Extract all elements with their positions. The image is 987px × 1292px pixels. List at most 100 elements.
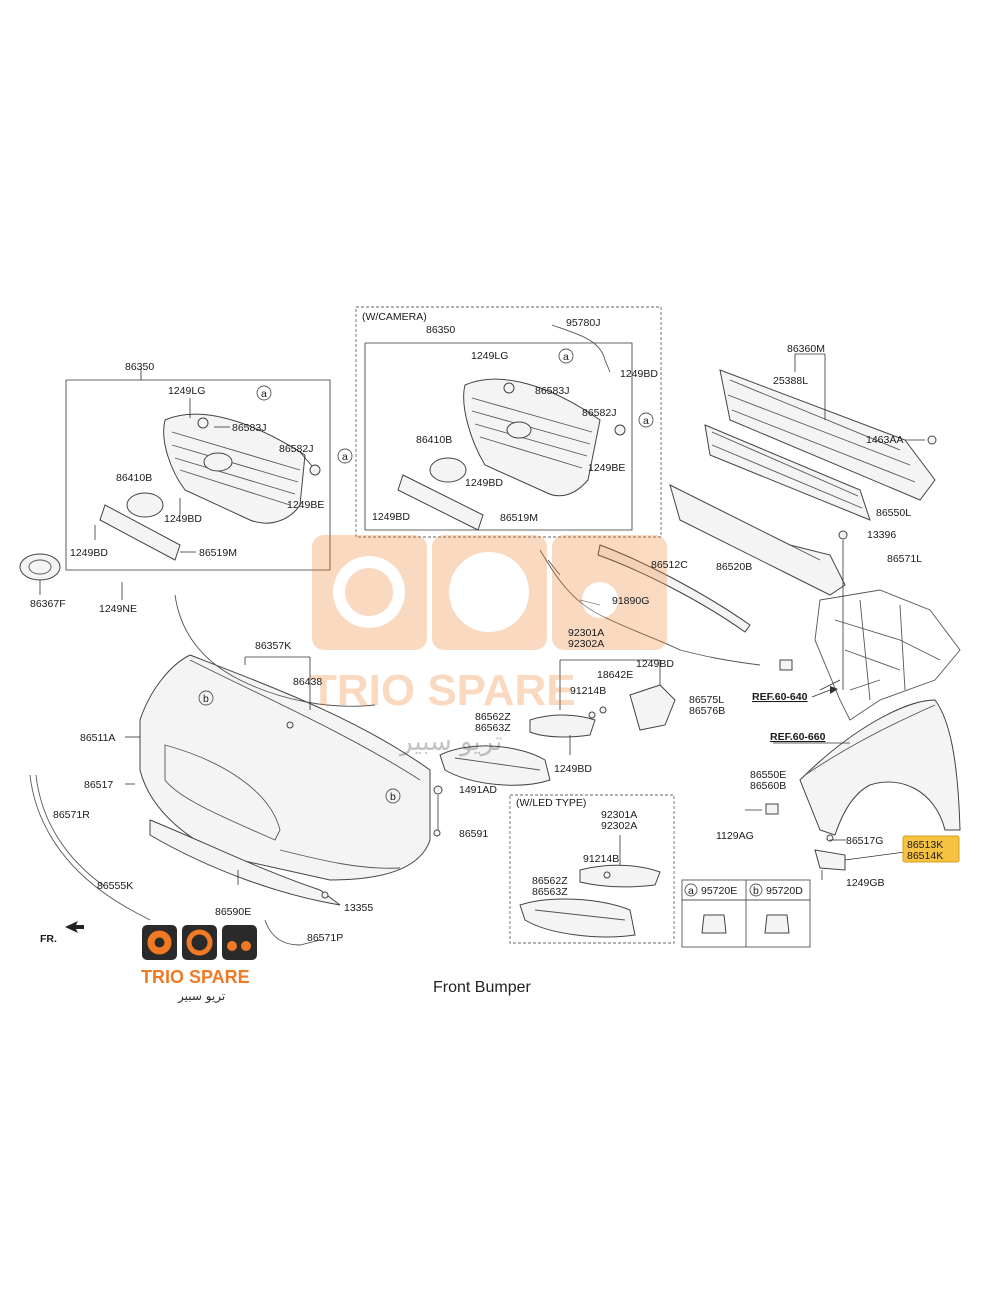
label-86520b: 86520B (716, 561, 752, 573)
watermark: TRIO SPARE تريو سبير (310, 535, 667, 757)
watermark-brand: TRIO SPARE (310, 666, 576, 715)
label-1249gb: 1249GB (846, 877, 885, 889)
upper-grille-wiring (539, 544, 793, 671)
emblem (19, 553, 61, 595)
highlight-label-86514k: 86514K (907, 850, 943, 862)
label-86562z: 86562Z (532, 875, 568, 887)
legend-letter-a: a (563, 351, 569, 363)
label-86560b: 86560B (750, 780, 786, 792)
label-1249bd: 1249BD (554, 763, 592, 775)
label-86571r: 86571R (53, 809, 90, 821)
label-1249be: 1249BE (287, 499, 324, 511)
legend-part-95720d: 95720D (766, 885, 803, 897)
fog-lamp-group (439, 659, 676, 786)
legend-letter-a: a (261, 388, 267, 400)
legend-letter-a: a (643, 415, 649, 427)
label-1129ag: 1129AG (716, 830, 754, 842)
label-13396: 13396 (867, 529, 896, 541)
label-86517g: 86517G (846, 835, 883, 847)
label-86563z: 86563Z (532, 886, 568, 898)
label-1249lg: 1249LG (471, 350, 508, 362)
highlight-label-86513k: 86513K (907, 839, 943, 851)
label-86583j: 86583J (232, 422, 266, 434)
label-86511a: 86511A (80, 732, 115, 744)
label-86582j: 86582J (279, 443, 313, 455)
label-1249bd: 1249BD (620, 368, 658, 380)
label-86367f: 86367F (30, 598, 66, 610)
label-1249bd: 1249BD (70, 547, 108, 559)
legend-letter-b: b (390, 791, 396, 803)
led-box (509, 794, 675, 944)
legend-part-95720e: 95720E (701, 885, 737, 897)
label-86357k: 86357K (255, 640, 291, 652)
label-86563z: 86563Z (475, 722, 511, 734)
label-86590e: 86590E (215, 906, 251, 918)
label-86575l: 86575L (689, 694, 724, 706)
radiator-support (814, 540, 961, 721)
label-86350: 86350 (125, 361, 154, 373)
label-86512c: 86512C (651, 559, 688, 571)
front-direction-arrow (65, 921, 84, 933)
label-92301a: 92301A (568, 627, 604, 639)
label-86438: 86438 (293, 676, 322, 688)
label-1491ad: 1491AD (459, 784, 497, 796)
label-ref-60-660: REF.60-660 (770, 731, 826, 743)
label-86350: 86350 (426, 324, 455, 336)
label-1249bd: 1249BD (164, 513, 202, 525)
label-1249bd: 1249BD (465, 477, 503, 489)
label-86591: 86591 (459, 828, 488, 840)
watermark-arabic: تريو سبير (398, 727, 502, 757)
label-1463aa: 1463AA (866, 434, 903, 446)
label-86519m: 86519M (500, 512, 538, 524)
label-95780j: 95780J (566, 317, 600, 329)
label-86410b: 86410B (416, 434, 452, 446)
label-1249ne: 1249NE (99, 603, 137, 615)
legend-letter-b: b (203, 693, 209, 705)
label-86555k: 86555K (97, 880, 133, 892)
label-ref-60-640: REF.60-640 (752, 691, 808, 703)
label-13355: 13355 (344, 902, 373, 914)
label-92302a: 92302A (601, 820, 637, 832)
label-86582j: 86582J (582, 407, 616, 419)
label-86550l: 86550L (876, 507, 911, 519)
label-1249bd: 1249BD (372, 511, 410, 523)
bumper-cover (125, 594, 443, 881)
label-86576b: 86576B (689, 705, 725, 717)
label-91214b: 91214B (583, 853, 619, 865)
label-25388l: 25388L (773, 375, 808, 387)
label-86519m: 86519M (199, 547, 237, 559)
label-86583j: 86583J (535, 385, 569, 397)
legend-box (681, 879, 811, 948)
logo-arabic-name: تريو سبير (177, 989, 225, 1004)
label-86360m: 86360M (787, 343, 825, 355)
label-1249lg: 1249LG (168, 385, 205, 397)
label-92301a: 92301A (601, 809, 637, 821)
highlight-box (902, 835, 960, 863)
legend-letter-a: a (342, 451, 348, 463)
diagram-caption: Front Bumper (433, 979, 531, 996)
bumper-beam-group (669, 353, 937, 596)
label-86571p: 86571P (307, 932, 343, 944)
logo-brand-name: TRIO SPARE (141, 967, 250, 987)
label-92302a: 92302A (568, 638, 604, 650)
label-86571l: 86571L (887, 553, 922, 565)
box-title-led: (W/LED TYPE) (516, 797, 586, 809)
grille-assembly-left (65, 368, 353, 600)
box-title-camera: (W/CAMERA) (362, 311, 427, 323)
label-86410b: 86410B (116, 472, 152, 484)
camera-box (355, 306, 662, 538)
bumper-trims (29, 774, 341, 946)
label-18642e: 18642E (597, 669, 633, 681)
part-labels: (W/CAMERA) (W/LED TYPE) 86350 1249LG 865… (30, 311, 943, 945)
legend-letter-b: b (753, 885, 759, 897)
fender (745, 699, 961, 880)
label-1249be: 1249BE (588, 462, 625, 474)
label-91890g: 91890G (612, 595, 649, 607)
label-86562z: 86562Z (475, 711, 511, 723)
label-86517: 86517 (84, 779, 113, 791)
label-86550e: 86550E (750, 769, 786, 781)
label-91214b: 91214B (570, 685, 606, 697)
legend-letter-a: a (688, 885, 694, 897)
trio-spare-logo: TRIO SPARE تريو سبير (141, 925, 257, 1004)
